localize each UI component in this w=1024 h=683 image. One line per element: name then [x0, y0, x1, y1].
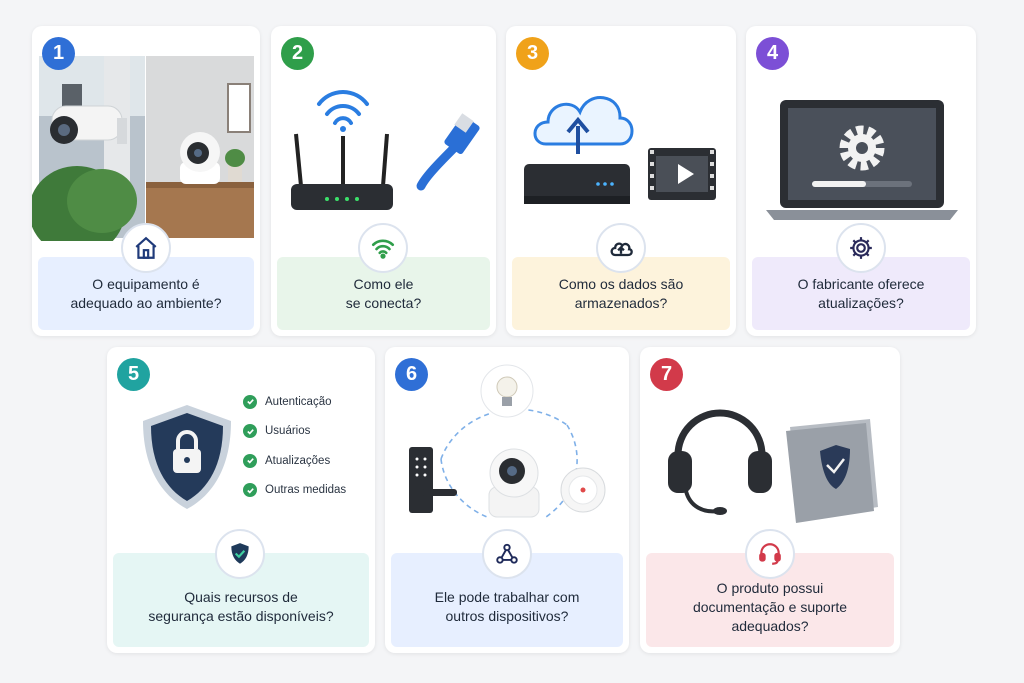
step-number-badge: 4	[756, 37, 789, 70]
network-icon	[482, 529, 532, 579]
dome-camera-icon	[488, 448, 540, 518]
question-box: Como os dados são armazenados?	[512, 257, 730, 330]
checklist-item: Autenticação	[243, 387, 346, 417]
checklist-item: Atualizações	[243, 446, 346, 476]
headset-icon	[745, 529, 795, 579]
check-icon	[243, 453, 257, 468]
question-text: Como os dados são armazenados?	[558, 275, 684, 311]
security-checklist: Autenticação Usuários Atualizações Outra…	[243, 387, 346, 505]
question-text: O fabricante oferece atualizações?	[797, 275, 925, 311]
storage-illustration	[524, 96, 716, 204]
smart-bulb-icon	[480, 364, 534, 418]
step-number-badge: 6	[395, 358, 428, 391]
smart-sensor-icon	[560, 467, 606, 513]
question-text: Quais recursos de segurança estão dispon…	[148, 589, 334, 624]
card-7-support: 7 O produto possui documentação e suport…	[640, 347, 900, 653]
card-4-updates: 4 O fabricante oferece atualizações?	[746, 26, 976, 336]
dome-camera-icon	[180, 132, 220, 184]
support-illustration	[668, 409, 878, 523]
checklist-label: Outras medidas	[265, 484, 347, 497]
shield-lock-icon	[143, 405, 231, 509]
card-1-environment: 1 O equipamento é adequado	[32, 26, 260, 336]
step-number-badge: 1	[42, 37, 75, 70]
cloud-upload-graphic	[533, 96, 634, 154]
nvr-recorder-icon	[524, 164, 630, 204]
question-box: O fabricante oferece atualizações?	[752, 257, 970, 330]
router-illustration	[291, 90, 480, 210]
card-3-storage: 3 Como os dados são armazenados?	[506, 26, 736, 336]
router-icon	[291, 133, 393, 210]
headset-graphic	[668, 409, 772, 515]
wifi-icon	[358, 223, 408, 273]
smart-lock-icon	[409, 447, 457, 513]
step-number-badge: 2	[281, 37, 314, 70]
step-number-badge: 7	[650, 358, 683, 391]
card-2-connection: 2 Como ele se conecta?	[271, 26, 496, 336]
smart-devices-illustration	[409, 364, 606, 520]
question-text: Ele pode trabalhar com outros dispositiv…	[434, 589, 580, 624]
step-number-badge: 3	[516, 37, 549, 70]
ethernet-cable-icon	[416, 113, 480, 191]
card-5-security: 5 Autenticação Usuários Atualizações Out…	[107, 347, 375, 653]
checklist-item: Outras medidas	[243, 476, 346, 506]
laptop-illustration	[766, 100, 958, 220]
shield-illustration	[143, 405, 231, 509]
step-number-badge: 5	[117, 358, 150, 391]
card-6-interoperability: 6 Ele pode traba	[385, 347, 629, 653]
home-icon	[121, 223, 171, 273]
check-icon	[243, 424, 257, 439]
update-gear-icon	[839, 125, 885, 171]
question-text: O equipamento é adequado ao ambiente?	[70, 275, 222, 311]
question-text: Como ele se conecta?	[345, 275, 422, 311]
video-file-icon	[648, 148, 716, 200]
question-text: O produto possui documentação e suporte …	[692, 579, 848, 634]
checklist-label: Atualizações	[265, 454, 331, 467]
bullet-camera-icon	[50, 105, 127, 144]
wifi-signal-icon	[317, 90, 369, 125]
shield-check-icon	[215, 529, 265, 579]
check-icon	[243, 483, 257, 498]
manual-book-icon	[786, 419, 878, 523]
plant-icon	[225, 149, 245, 182]
security-camera-illustration	[32, 56, 254, 241]
cloud-upload-icon	[596, 223, 646, 273]
checklist-label: Usuários	[265, 425, 311, 438]
checklist-item: Usuários	[243, 417, 346, 447]
check-icon	[243, 394, 257, 409]
gear-icon	[836, 223, 886, 273]
checklist-label: Autenticação	[265, 395, 332, 408]
